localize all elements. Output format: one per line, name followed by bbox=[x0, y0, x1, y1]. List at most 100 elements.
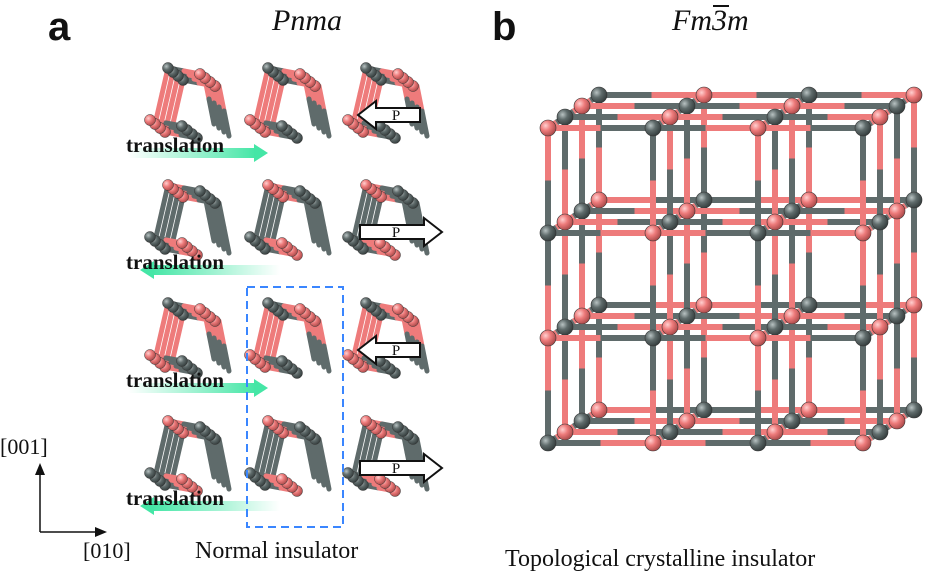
atom bbox=[262, 62, 274, 74]
atom bbox=[573, 202, 591, 220]
atom bbox=[262, 415, 274, 427]
translation-label: translation bbox=[126, 368, 224, 392]
bond bbox=[316, 221, 327, 252]
translation-arrow-head bbox=[140, 261, 154, 279]
zigzag-unit bbox=[342, 415, 430, 497]
atom bbox=[678, 412, 696, 430]
bond bbox=[216, 83, 227, 114]
atom bbox=[360, 297, 372, 309]
atom bbox=[556, 318, 574, 336]
bond bbox=[316, 200, 327, 231]
bond bbox=[258, 330, 270, 362]
panel-b-letter: b bbox=[492, 5, 516, 49]
pnma-structure: translationPtranslationPtranslationPtran… bbox=[126, 62, 444, 515]
bond bbox=[419, 343, 430, 374]
layer-row: translation P bbox=[126, 415, 444, 515]
polarization-label: P bbox=[392, 225, 400, 241]
atom bbox=[194, 303, 206, 315]
atom bbox=[854, 434, 872, 452]
atom bbox=[194, 421, 206, 433]
bond bbox=[258, 448, 270, 480]
atom bbox=[783, 307, 801, 325]
atom bbox=[360, 62, 372, 74]
bond bbox=[321, 108, 332, 139]
bond bbox=[216, 318, 227, 349]
bond bbox=[158, 95, 170, 127]
bond bbox=[351, 208, 363, 240]
atom bbox=[360, 179, 372, 191]
atom bbox=[644, 329, 662, 347]
bond bbox=[321, 461, 332, 492]
bond bbox=[316, 318, 327, 349]
axis-right-arrowhead bbox=[95, 527, 107, 537]
atom bbox=[905, 296, 923, 314]
bond bbox=[206, 213, 217, 244]
atom bbox=[392, 303, 404, 315]
atom bbox=[766, 318, 784, 336]
translation-label: translation bbox=[126, 486, 224, 510]
bond bbox=[216, 200, 227, 231]
atom bbox=[294, 68, 306, 80]
bond bbox=[211, 335, 222, 366]
bond bbox=[258, 212, 270, 244]
atom bbox=[556, 213, 574, 231]
atom bbox=[360, 415, 372, 427]
atom bbox=[194, 68, 206, 80]
atom bbox=[905, 191, 923, 209]
bond bbox=[316, 457, 327, 488]
translation-arrow-shaft bbox=[152, 265, 280, 275]
axis-label-001: [001] bbox=[0, 434, 48, 459]
atom bbox=[661, 108, 679, 126]
atom bbox=[294, 421, 306, 433]
atom bbox=[661, 213, 679, 231]
atom bbox=[871, 423, 889, 441]
bond bbox=[206, 331, 217, 362]
bond bbox=[316, 339, 327, 370]
bond bbox=[351, 326, 363, 358]
polarization-label: P bbox=[392, 461, 400, 477]
atom bbox=[176, 355, 188, 367]
atom bbox=[678, 307, 696, 325]
atom bbox=[162, 62, 174, 74]
atom bbox=[144, 349, 156, 361]
polarization-arrow bbox=[356, 333, 421, 367]
atom bbox=[556, 108, 574, 126]
atom bbox=[573, 307, 591, 325]
atom bbox=[262, 179, 274, 191]
atom bbox=[144, 467, 156, 479]
atom bbox=[590, 86, 608, 104]
bond bbox=[253, 91, 265, 123]
panel-a-space-group: Pnma bbox=[271, 4, 342, 37]
bond bbox=[351, 444, 363, 476]
panel-a-caption: Normal insulator bbox=[195, 538, 358, 564]
atom bbox=[854, 224, 872, 242]
atom bbox=[590, 296, 608, 314]
rocksalt-lattice bbox=[539, 86, 923, 452]
atom bbox=[294, 303, 306, 315]
atom bbox=[276, 473, 288, 485]
translation-arrow-shaft bbox=[152, 501, 280, 511]
atom bbox=[783, 412, 801, 430]
zigzag-unit bbox=[144, 179, 232, 261]
translation-arrow-shaft bbox=[128, 383, 256, 393]
atom bbox=[888, 412, 906, 430]
bond bbox=[414, 83, 425, 114]
atom bbox=[783, 97, 801, 115]
translation-arrow-head bbox=[254, 379, 268, 397]
atom bbox=[749, 119, 767, 137]
zigzag-unit bbox=[342, 297, 430, 379]
atom bbox=[888, 97, 906, 115]
atom bbox=[766, 423, 784, 441]
bond bbox=[216, 221, 227, 252]
atom bbox=[539, 329, 557, 347]
polarization-arrow bbox=[356, 98, 421, 132]
panel-b-caption: Topological crystalline insulator bbox=[505, 546, 815, 572]
atom bbox=[695, 86, 713, 104]
bond bbox=[221, 108, 232, 139]
bond bbox=[158, 212, 170, 244]
bond bbox=[316, 104, 327, 135]
atom bbox=[644, 434, 662, 452]
zigzag-unit bbox=[342, 62, 430, 144]
bond bbox=[153, 91, 165, 123]
